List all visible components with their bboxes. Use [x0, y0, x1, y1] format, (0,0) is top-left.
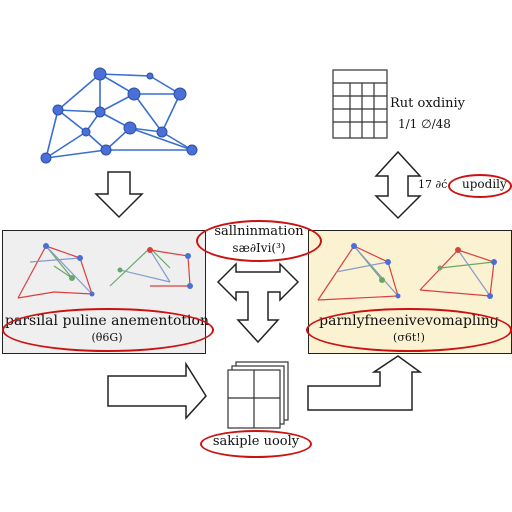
center-top-highlight	[196, 220, 322, 262]
top-right-line1: Rut oxdiniy	[390, 96, 466, 111]
right-panel-highlight	[306, 308, 512, 352]
top-right-line2: 1/1 ∅/48	[398, 117, 451, 131]
left-panel-highlight	[2, 308, 214, 352]
update-highlight	[448, 174, 512, 198]
update-label-prefix: 17 ∂ć	[418, 178, 448, 191]
bottom-label-highlight	[200, 430, 312, 458]
